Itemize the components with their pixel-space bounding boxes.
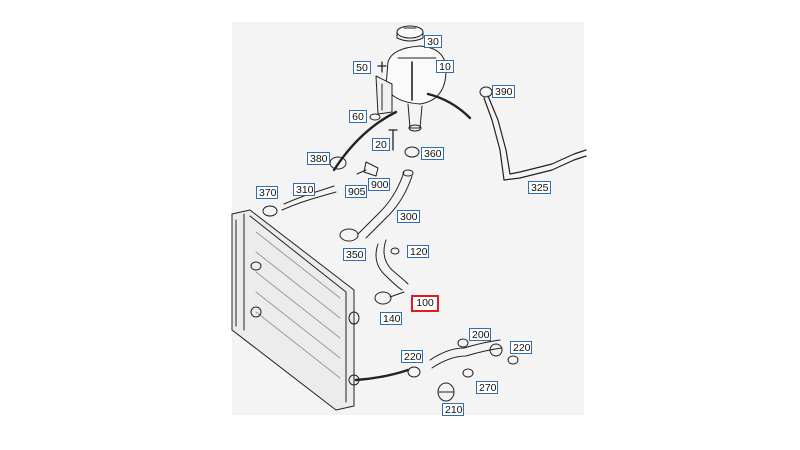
part-label-120[interactable]: 120 (407, 245, 429, 258)
part-label-370[interactable]: 370 (256, 186, 278, 199)
part-label-300[interactable]: 300 (397, 210, 420, 223)
part-label-200[interactable]: 200 (469, 328, 491, 341)
part-label-210[interactable]: 210 (442, 403, 464, 416)
part-label-310[interactable]: 310 (293, 183, 315, 196)
part-label-380[interactable]: 380 (307, 152, 330, 165)
part-label-905[interactable]: 905 (345, 185, 367, 198)
cap (396, 25, 424, 42)
part-label-270[interactable]: 270 (476, 381, 498, 394)
part-label-50[interactable]: 50 (353, 61, 371, 74)
part-label-10[interactable]: 10 (436, 60, 454, 73)
part-label-390[interactable]: 390 (492, 85, 515, 98)
part-label-350[interactable]: 350 (343, 248, 366, 261)
part-label-140[interactable]: 140 (380, 312, 402, 325)
part-label-220-left[interactable]: 220 (401, 350, 423, 363)
part-label-60[interactable]: 60 (349, 110, 367, 123)
part-label-20[interactable]: 20 (372, 138, 390, 151)
part-label-220-right[interactable]: 220 (510, 341, 532, 354)
part-label-30[interactable]: 30 (424, 35, 442, 48)
part-label-360[interactable]: 360 (421, 147, 444, 160)
part-label-900[interactable]: 900 (368, 178, 390, 191)
part-label-100-highlighted[interactable]: 100 (411, 295, 439, 312)
radiator (231, 209, 410, 411)
part-label-325[interactable]: 325 (528, 181, 551, 194)
